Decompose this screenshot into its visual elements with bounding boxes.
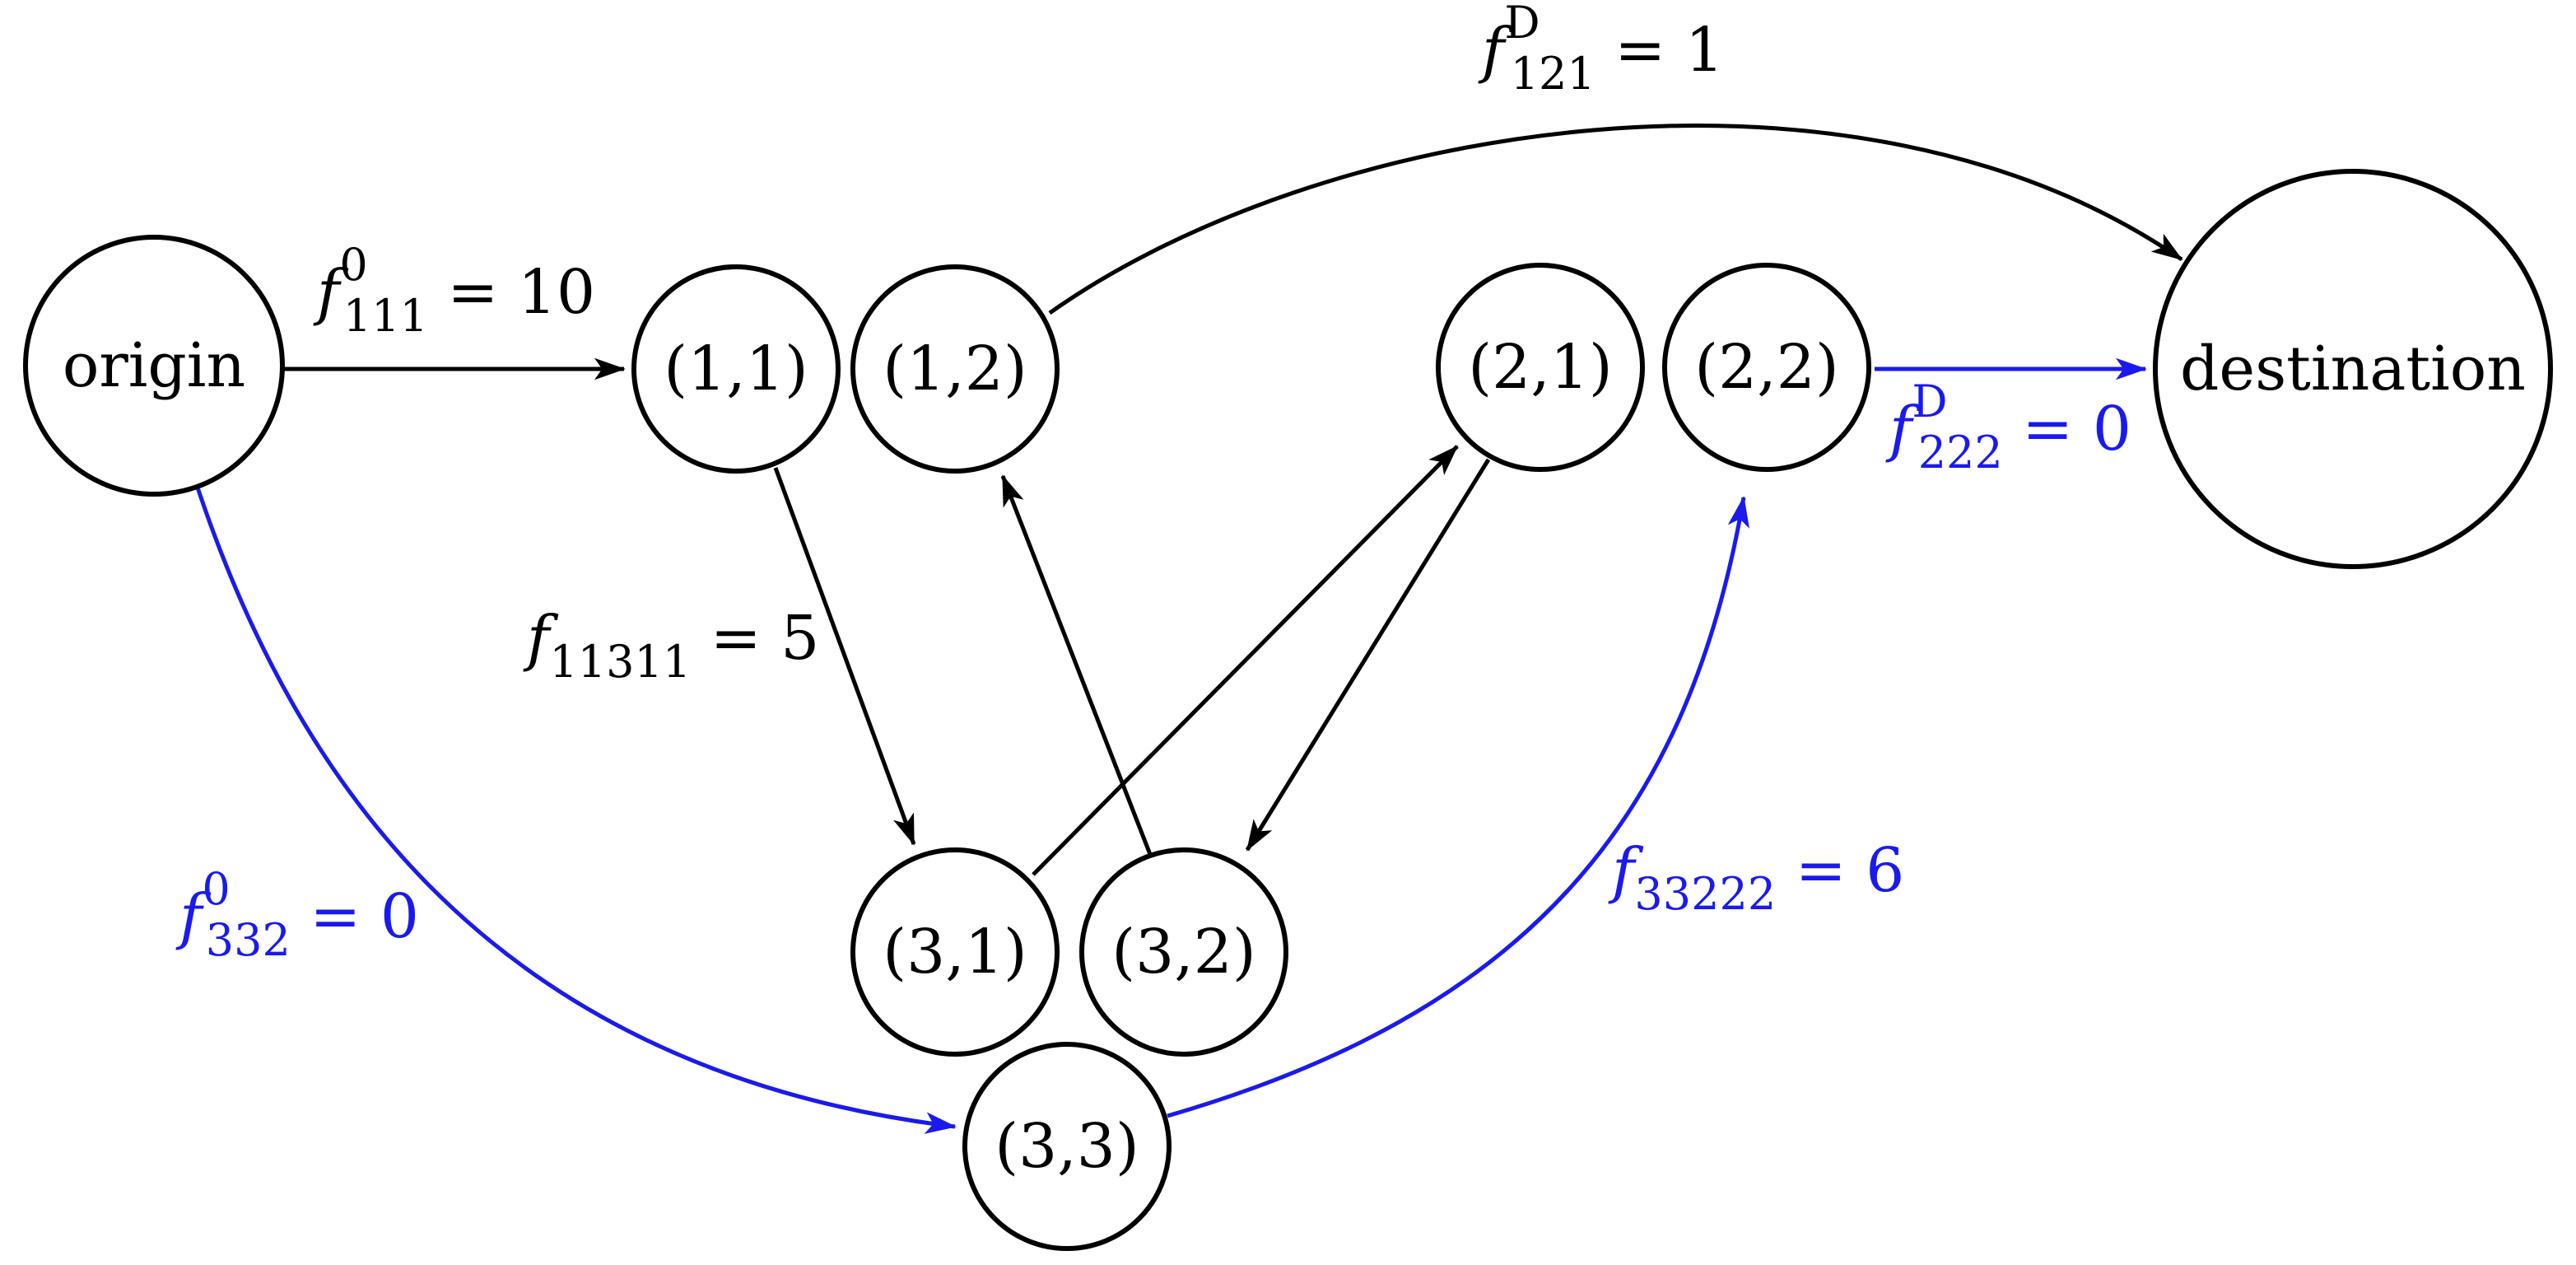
node-1-2[interactable]: (1,2): [850, 264, 1060, 474]
edge-2-1-to-3-2: [1245, 458, 1491, 852]
node-2-1-label: (2,1): [1468, 332, 1612, 403]
node-3-1[interactable]: (3,1): [850, 847, 1060, 1057]
node-origin-label: origin: [63, 330, 245, 401]
edge-label-f-332-origin-value: = 0: [291, 881, 419, 952]
edge-label-f-121-dest-sub: 121: [1511, 48, 1595, 100]
edge-label-f-121-dest-value: = 1: [1595, 15, 1724, 86]
node-destination[interactable]: destination: [2153, 169, 2553, 569]
edge-label-f-222-dest-sup: D: [1912, 376, 1947, 427]
edge-label-f-332-origin-sub: 332: [206, 914, 291, 966]
node-2-2-label: (2,2): [1694, 332, 1838, 403]
node-origin[interactable]: origin: [23, 235, 285, 497]
edge-label-f-111-origin-sup: 0: [339, 239, 367, 291]
edge-1-1-to-3-1: [773, 467, 916, 846]
edge-label-f-111-origin-sub: 111: [343, 290, 428, 342]
edge-label-f-11311: f11311 = 5: [523, 603, 819, 688]
edge-label-f-33222: f33222 = 6: [1608, 835, 1904, 920]
edge-label-f-121-dest-sup: D: [1504, 0, 1540, 49]
node-2-2[interactable]: (2,2): [1662, 263, 1871, 472]
edge-3-1-to-2-1: [1032, 445, 1459, 876]
node-3-3[interactable]: (3,3): [962, 1042, 1172, 1251]
edge-label-f-33222-value: = 6: [1776, 835, 1904, 906]
edge-label-f-222-dest-sub: 222: [1918, 427, 2003, 478]
edge-label-f-111-origin-value: = 10: [428, 257, 595, 328]
node-destination-label: destination: [2180, 334, 2526, 404]
node-1-1[interactable]: (1,1): [631, 264, 841, 474]
edge-label-f-33222-sub: 33222: [1634, 868, 1776, 920]
node-1-1-label: (1,1): [664, 334, 808, 404]
edge-3-3-to-2-2: [1167, 496, 1749, 1118]
edge-label-f-332-origin-sup: 0: [202, 863, 230, 915]
edge-1-2-to-destination: [1048, 124, 2183, 315]
edge-label-f-11311-sub: 11311: [549, 636, 691, 688]
node-3-3-label: (3,3): [995, 1111, 1139, 1182]
node-3-2[interactable]: (3,2): [1079, 847, 1288, 1057]
edge-label-f-11311-value: = 5: [691, 603, 819, 674]
node-3-2-label: (3,2): [1111, 917, 1255, 987]
node-1-2-label: (1,2): [883, 334, 1027, 404]
node-3-1-label: (3,1): [883, 917, 1027, 987]
edge-3-2-to-1-2: [1000, 474, 1153, 857]
edge-label-f-222-dest-value: = 0: [2003, 394, 2131, 464]
node-2-1[interactable]: (2,1): [1436, 263, 1645, 472]
edge-origin-to-3-3: [195, 487, 957, 1134]
